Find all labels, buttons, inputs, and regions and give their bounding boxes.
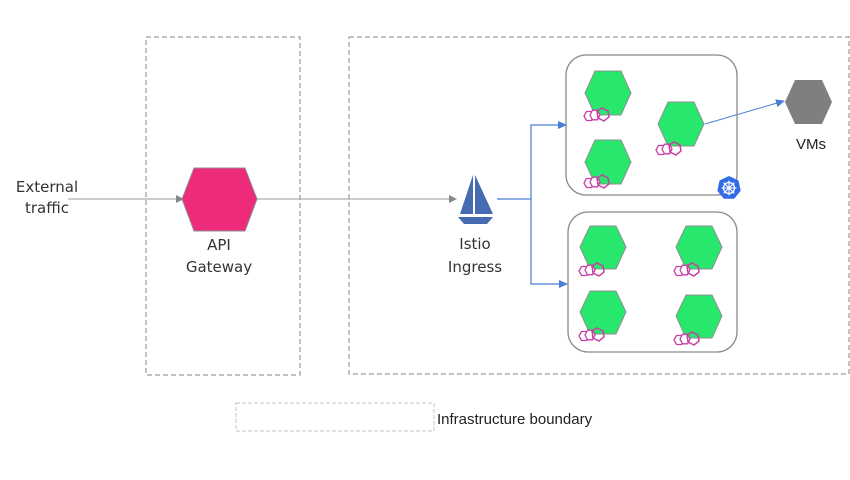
api-gateway-label-line2: Gateway xyxy=(186,258,252,276)
kubernetes-icon xyxy=(717,176,741,199)
service-node[interactable] xyxy=(584,70,632,116)
legend-boundary-swatch xyxy=(235,402,435,432)
envoy-sidecar-icon xyxy=(655,141,682,156)
gateway-boundary xyxy=(145,36,301,376)
legend-label: Infrastructure boundary xyxy=(437,411,593,428)
cluster-1-box[interactable] xyxy=(565,54,738,196)
cluster-2-box[interactable] xyxy=(567,211,738,353)
service-node[interactable] xyxy=(579,225,627,270)
service-node[interactable] xyxy=(657,101,705,147)
arrow-ingress-to-cluster-2 xyxy=(530,199,568,288)
service-node[interactable] xyxy=(675,294,723,339)
mesh-boundary xyxy=(348,36,850,375)
istio-ingress-node[interactable] xyxy=(458,175,493,224)
service-node[interactable] xyxy=(579,290,627,335)
istio-sail-main-icon xyxy=(475,175,493,214)
arrow-service-to-vms xyxy=(704,99,785,125)
external-traffic-label-line1: External xyxy=(16,178,78,196)
cluster-1-services xyxy=(583,70,705,189)
istio-hull-icon xyxy=(458,217,493,224)
api-gateway-node[interactable] xyxy=(181,167,258,232)
api-gateway-label-line1: API xyxy=(207,236,231,254)
istio-sail-icon xyxy=(460,175,473,214)
istio-ingress-label-line2: Ingress xyxy=(448,258,502,276)
vms-node[interactable] xyxy=(785,80,832,124)
service-node[interactable] xyxy=(675,225,723,270)
cluster-2-services xyxy=(578,225,723,346)
vms-label: VMs xyxy=(796,136,826,153)
external-traffic-label-line2: traffic xyxy=(25,199,69,217)
istio-ingress-label-line1: Istio xyxy=(459,235,490,253)
arrow-ingress-to-cluster-1 xyxy=(497,121,567,200)
